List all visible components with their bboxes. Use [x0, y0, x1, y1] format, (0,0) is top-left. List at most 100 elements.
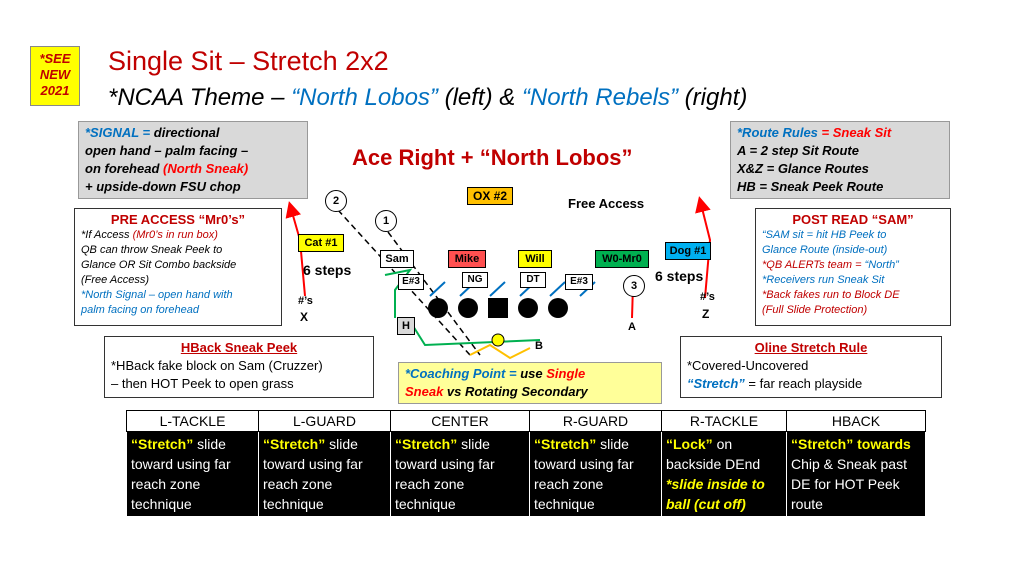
cell-l-guard-text: slide toward using far reach zone techni…: [263, 436, 363, 512]
coaching-single: Single: [546, 366, 586, 381]
coaching-rest: vs Rotating Secondary: [443, 384, 588, 399]
x-numbers: #’s: [298, 295, 313, 307]
e3-left-defender: E#3: [398, 274, 424, 290]
header-center: CENTER: [390, 410, 530, 432]
badge-line1: *SEE: [39, 51, 71, 66]
header-r-tackle: R-TACKLE: [661, 410, 787, 432]
assignment-table: L-TACKLE L-GUARD CENTER R-GUARD R-TACKLE…: [126, 410, 926, 517]
signal-box: *SIGNAL = directional open hand – palm f…: [78, 121, 308, 199]
route-rules-box: *Route Rules = Sneak Sit A = 2 step Sit …: [730, 121, 950, 199]
circle-1: 1: [375, 210, 397, 232]
ol-lt: [428, 298, 448, 318]
pre-access-l4: (Free Access): [81, 274, 150, 286]
b-back: B: [535, 340, 543, 352]
oline-l2b: = far reach playside: [744, 376, 863, 391]
coaching-point-box: *Coaching Point = use Single Sneak vs Ro…: [398, 362, 662, 404]
hback-sneak-peek-box: HBack Sneak Peek *HBack fake block on Sa…: [104, 336, 374, 398]
signal-line4: + upside-down FSU chop: [85, 179, 241, 194]
sam-defender: Sam: [380, 250, 414, 268]
hback-l1: *HBack fake block on Sam (Cruzzer): [111, 358, 323, 373]
ol-rg: [518, 298, 538, 318]
ng-defender: NG: [462, 272, 488, 288]
steps-right: 6 steps: [655, 268, 704, 284]
pre-access-l1b: (Mr0’s in run box): [132, 229, 218, 241]
cell-l-tackle: “Stretch” slide toward using far reach z…: [126, 431, 259, 517]
subtitle-left-theme: “North Lobos”: [291, 84, 438, 111]
cell-hback-text: Chip & Sneak past DE for HOT Peek route: [791, 456, 907, 512]
ox-2-tag: OX #2: [467, 187, 513, 205]
will-defender: Will: [518, 250, 552, 268]
table-row: “Stretch” slide toward using far reach z…: [126, 431, 926, 517]
post-read-l1: “SAM sit = hit HB Peek to: [762, 229, 887, 241]
post-read-l5: *Back fakes run to Block DE: [762, 289, 900, 301]
signal-label: *SIGNAL =: [85, 125, 154, 140]
pre-access-l3: Glance OR Sit Combo backside: [81, 259, 237, 271]
cell-l-tackle-term: “Stretch”: [131, 436, 194, 452]
ol-lg: [458, 298, 478, 318]
w0-mr0-defender: W0-Mr0: [595, 250, 649, 268]
z-receiver: Z: [702, 307, 710, 321]
pre-access-box: PRE ACCESS “Mr0’s” *If Access (Mr0’s in …: [74, 208, 282, 326]
hback-l2: – then HOT Peek to open grass: [111, 376, 294, 391]
post-read-title: POST READ “SAM”: [792, 212, 914, 227]
badge-line3: 2021: [40, 83, 70, 98]
header-l-tackle: L-TACKLE: [126, 410, 259, 432]
pre-access-l2: QB can throw Sneak Peek to: [81, 244, 223, 256]
ol-rt: [548, 298, 568, 318]
cell-r-tackle: “Lock” on backside DEnd *slide inside to…: [661, 431, 787, 517]
route-line2: A = 2 step Sit Route: [737, 143, 859, 158]
qb: [491, 333, 505, 347]
post-read-box: POST READ “SAM” “SAM sit = hit HB Peek t…: [755, 208, 951, 326]
formation-title: Ace Right + “North Lobos”: [352, 145, 633, 170]
route-rules-label: *Route Rules: [737, 125, 818, 140]
circle-3: 3: [623, 275, 645, 297]
cell-r-tackle-text: on backside DEnd: [666, 436, 761, 472]
dog-1-defender: Dog #1: [665, 242, 711, 260]
cat-1-defender: Cat #1: [298, 234, 344, 252]
ol-center: [488, 298, 508, 318]
cell-hback: “Stretch” towards Chip & Sneak past DE f…: [786, 431, 926, 517]
pre-access-l5: *North Signal – open hand with: [81, 289, 233, 301]
post-read-l6: (Full Slide Protection): [762, 304, 868, 316]
coaching-sneak: Sneak: [405, 384, 444, 399]
new-2021-badge: *SEE NEW 2021: [30, 46, 80, 106]
route-line3: X&Z = Glance Routes: [737, 161, 869, 176]
post-read-l3b: “North”: [864, 259, 899, 271]
cell-r-guard: “Stretch” slide toward using far reach z…: [529, 431, 662, 517]
oline-l1: *Covered-Uncovered: [687, 358, 809, 373]
oline-stretch-arrows: [429, 281, 596, 297]
read-line-1: [337, 209, 471, 356]
oline-stretch-term: “Stretch”: [687, 376, 745, 391]
signal-line1: directional: [153, 125, 220, 140]
z-numbers: #’s: [700, 291, 715, 303]
z-glance-route: [695, 196, 712, 299]
oline-title: Oline Stretch Rule: [754, 340, 868, 355]
header-r-guard: R-GUARD: [529, 410, 662, 432]
route-rules-value: = Sneak Sit: [817, 125, 892, 140]
subtitle-right-theme: “North Rebels”: [521, 84, 678, 111]
post-read-l2: Glance Route (inside-out): [762, 244, 888, 256]
hback-peek-route: [407, 317, 541, 347]
signal-line3a: on forehead: [85, 161, 164, 176]
coaching-label: *Coaching Point =: [405, 366, 521, 381]
subtitle-mid: (left) &: [437, 84, 522, 111]
coaching-use: use: [520, 366, 547, 381]
cell-hback-term: “Stretch” towards: [791, 436, 911, 452]
pre-access-l6: palm facing on forehead: [81, 304, 200, 316]
steps-left: 6 steps: [303, 262, 352, 278]
post-read-l4: *Receivers run Sneak Sit: [762, 274, 885, 286]
cell-r-tackle-note: *slide inside to ball (cut off): [666, 476, 765, 512]
table-header-row: L-TACKLE L-GUARD CENTER R-GUARD R-TACKLE…: [126, 410, 926, 432]
cell-center-text: slide toward using far reach zone techni…: [395, 436, 495, 512]
dt-defender: DT: [520, 272, 546, 288]
cell-center-term: “Stretch”: [395, 436, 458, 452]
x-receiver: X: [300, 310, 309, 324]
cell-l-guard: “Stretch” slide toward using far reach z…: [258, 431, 391, 517]
oline-stretch-rule-box: Oline Stretch Rule *Covered-Uncovered “S…: [680, 336, 942, 398]
h-back: H: [397, 317, 415, 335]
a-receiver: A: [628, 321, 636, 333]
header-hback: HBACK: [786, 410, 926, 432]
pre-access-title: PRE ACCESS “Mr0’s”: [110, 212, 246, 227]
subtitle-end: (right): [677, 84, 748, 111]
signal-line2: open hand – palm facing –: [85, 143, 249, 158]
